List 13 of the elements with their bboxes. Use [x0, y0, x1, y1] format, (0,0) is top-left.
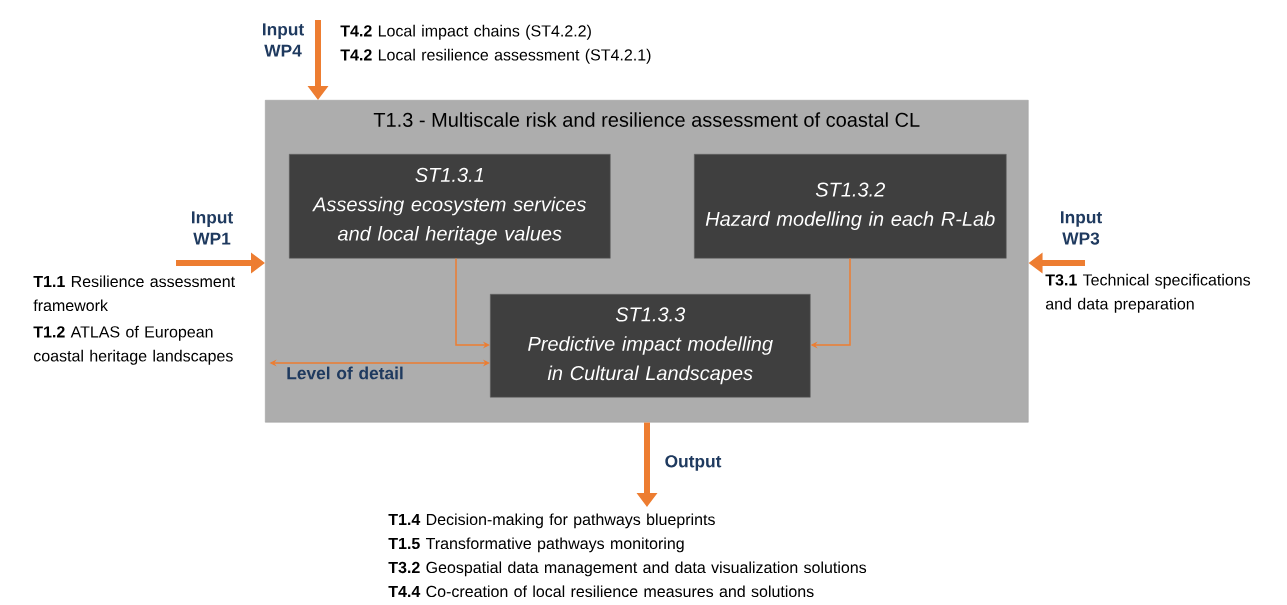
- task-text: T1.4 Decision-making for pathways blueprints T1.5 Transformative pathways monitoring T3.2 Geospatial data management and data visualization solutions T4.4 Co-creation of local resilience measures and solutions: [388, 513, 867, 598]
- subtask-box: ST1.3.1 Assessing ecosystem services and local heritage values: [289, 154, 611, 259]
- task-text: T1.1 Resilience assessment framework: [33, 275, 235, 312]
- edge-label: Input WP3: [1061, 211, 1102, 245]
- edge-label: Output: [665, 455, 722, 471]
- edge-label: Input WP1: [192, 211, 233, 245]
- edge-label: Level of detail: [287, 366, 403, 380]
- task-text: T4.2 Local impact chains (ST4.2.2) T4.2 Local resilience assessment (ST4.2.1): [340, 24, 651, 64]
- subtask-box: ST1.3.3 Predictive impact modelling in Cultural Landscapes: [490, 294, 811, 398]
- task-text: T1.2 ATLAS of European coastal heritage landscapes: [33, 325, 233, 365]
- edge-label: Input WP4: [263, 23, 304, 57]
- subtask-box: ST1.3.2 Hazard modelling in each R-Lab: [694, 154, 1007, 259]
- task-text: T3.1 Technical specifications and data preparation: [1045, 273, 1251, 313]
